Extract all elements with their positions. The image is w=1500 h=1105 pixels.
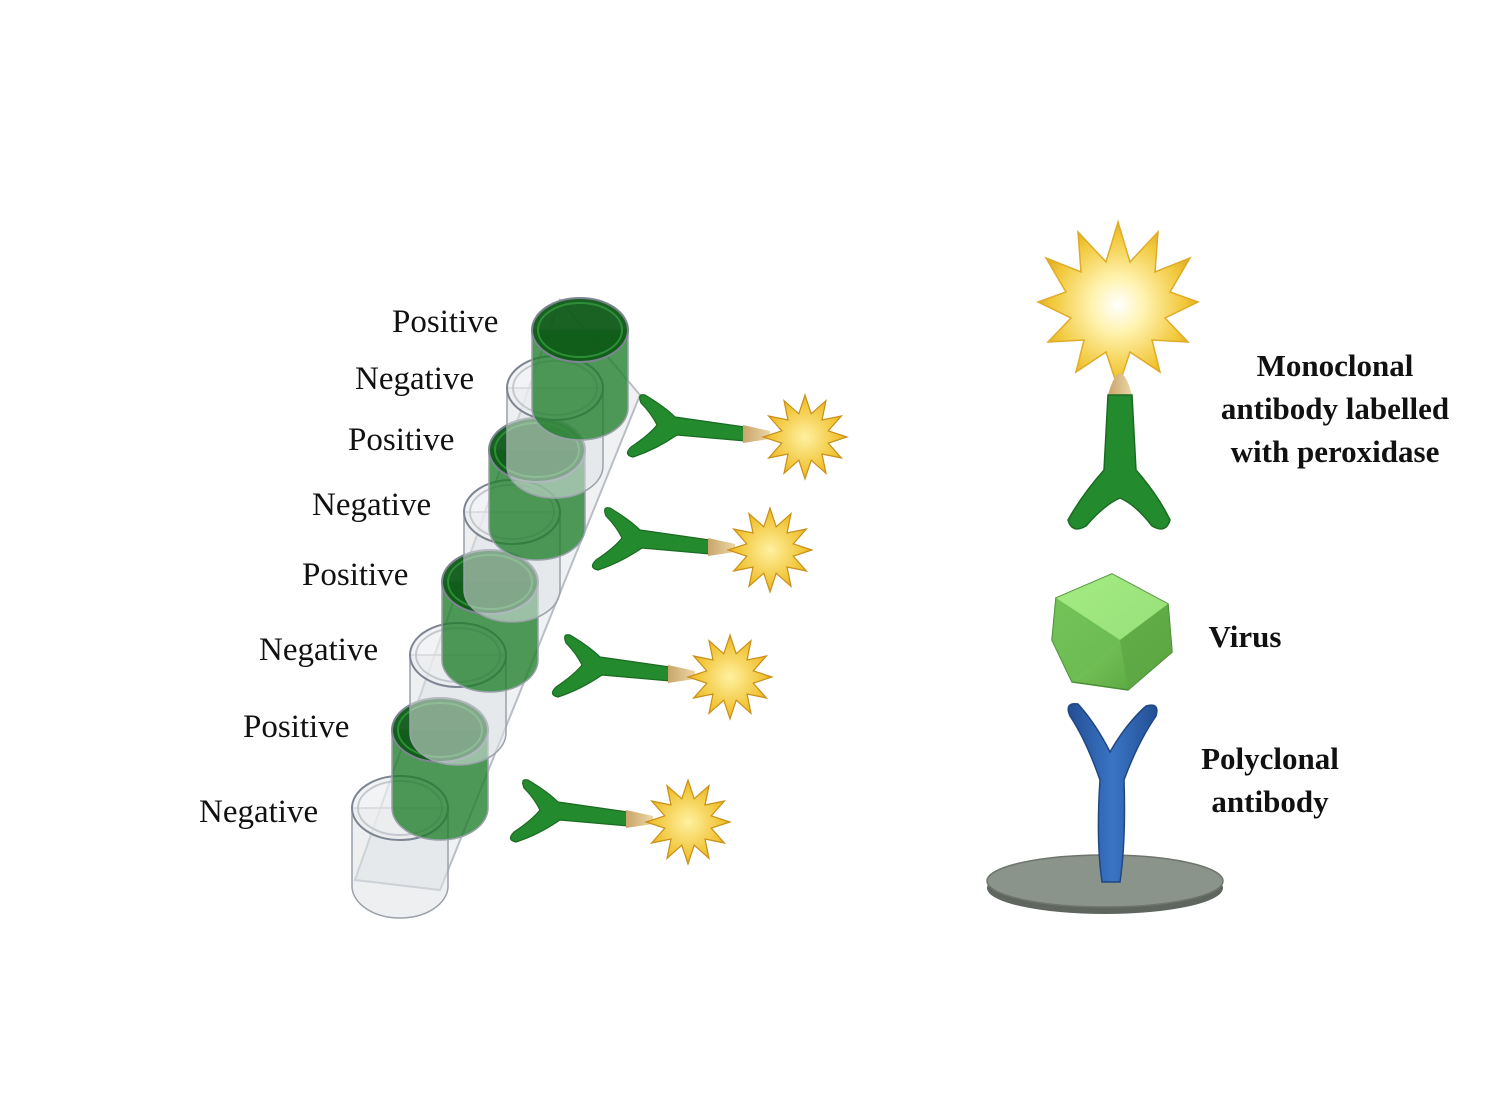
- legend-line: Monoclonal: [1256, 348, 1414, 383]
- legend-virus-text: Virus: [1190, 615, 1300, 658]
- well-strip: [351, 297, 629, 919]
- polyclonal-antibody-icon: [986, 703, 1224, 914]
- well-label: Negative: [312, 487, 432, 523]
- legend-monoclonal-text: Monoclonal antibody labelled with peroxi…: [1185, 344, 1485, 473]
- labelled-antibody: [591, 506, 814, 594]
- peroxidase-icon: [686, 633, 774, 721]
- antibody-conjugates: [509, 393, 849, 866]
- well-label: Positive: [302, 557, 409, 593]
- monoclonal-antibody-icon: [1036, 219, 1200, 530]
- well-label: Negative: [199, 794, 319, 830]
- legend-polyclonal-text: Polyclonal antibody: [1170, 737, 1370, 823]
- well-label: Positive: [243, 709, 350, 745]
- peroxidase-icon: [644, 778, 732, 866]
- labelled-antibody: [626, 393, 849, 481]
- labelled-antibody: [509, 778, 732, 866]
- peroxidase-icon: [1036, 219, 1200, 391]
- legend-line: antibody labelled: [1220, 391, 1450, 426]
- labelled-antibody: [551, 633, 774, 721]
- legend-line: antibody: [1211, 784, 1329, 819]
- legend-line: with peroxidase: [1230, 434, 1440, 469]
- well-label: Positive: [392, 304, 499, 340]
- well-label: Negative: [355, 361, 475, 397]
- virus-icon: [1051, 573, 1173, 691]
- peroxidase-icon: [761, 393, 849, 481]
- well-label: Negative: [259, 632, 379, 668]
- positive-well: [531, 297, 629, 441]
- legend-line: Polyclonal: [1201, 741, 1339, 776]
- legend-line: Virus: [1208, 619, 1282, 654]
- peroxidase-icon: [726, 506, 814, 594]
- well-label: Positive: [348, 422, 455, 458]
